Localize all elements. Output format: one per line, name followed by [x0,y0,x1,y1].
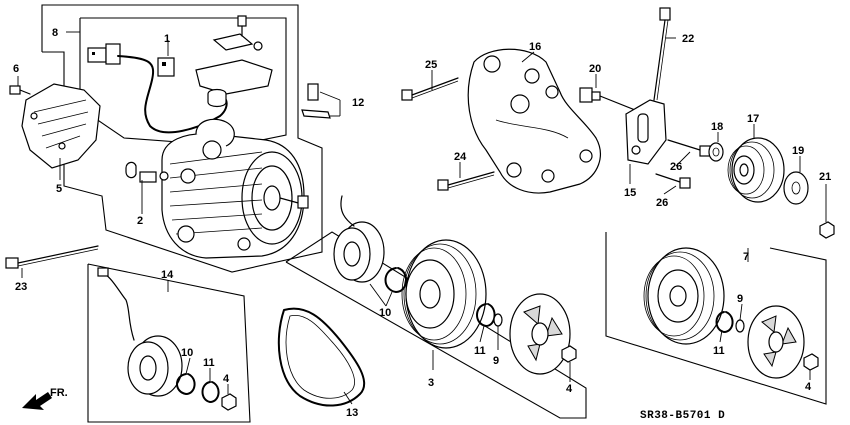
armature-plate-part [509,293,571,375]
callout-16: 16 [529,41,541,53]
nut-part [803,353,819,371]
callout-13: 13 [346,407,358,419]
callout-20: 20 [589,63,601,75]
clutch-kit-pulley [643,247,725,345]
callout-4: 4 [805,381,812,393]
callout-15: 15 [624,187,636,199]
callout-8: 8 [52,27,58,39]
callout-22: 22 [682,33,694,45]
nut-part [819,221,835,239]
callout-4: 4 [223,373,230,385]
bolt-part-24 [437,171,495,191]
stator-kit-coil [97,267,183,397]
callout-2: 2 [137,215,143,227]
nut-part [221,393,237,411]
callout-12: 12 [352,97,364,109]
switch-plate-part [195,15,273,108]
nut-part [561,345,577,363]
callout-18: 18 [711,121,723,133]
compressor-body [125,118,309,259]
field-coil-part [333,195,385,283]
callout-21: 21 [819,171,831,183]
sensor-clip-part [301,83,331,119]
bolt-part-20 [579,87,641,113]
frame-stator-kit [87,263,251,423]
snap-ring-part [715,311,734,333]
long-bolt-part [653,7,671,101]
drive-belt-part [277,307,366,407]
callout-1: 1 [164,33,170,45]
callout-14: 14 [161,269,174,281]
shim-part [735,319,745,333]
snap-ring-part [476,303,496,327]
callout-10: 10 [181,347,193,359]
callout-11: 11 [713,345,725,357]
idler-pulley-part [727,137,785,203]
callout-19: 19 [792,145,804,157]
callout-4: 4 [566,383,573,395]
callout-5: 5 [56,183,62,195]
adjuster-bracket-part [625,99,667,165]
frame-clutch-exploded [285,231,587,419]
armature-plate-part [747,305,805,379]
callout-11: 11 [474,345,486,357]
callout-labels: 1 2 3 4 4 4 5 6 7 8 9 9 10 10 11 11 11 1… [13,27,831,419]
front-label: FR. [50,387,68,399]
callout-26: 26 [670,161,682,173]
callout-3: 3 [428,377,434,389]
callout-24: 24 [454,151,467,163]
callout-25: 25 [425,59,437,71]
callout-7: 7 [743,251,749,263]
cover-bracket-part [21,83,101,169]
part-code: SR38-B5701 D [640,410,725,422]
frame-clutch-kit [605,232,827,405]
callout-11: 11 [203,357,215,369]
callout-10: 10 [379,307,391,319]
mounting-bracket-part [467,48,601,194]
pulley-part [401,239,487,349]
connector-part-1 [157,40,175,77]
callout-9: 9 [737,293,743,305]
shim-part [493,313,503,327]
collar-part [708,142,724,162]
callout-9: 9 [493,355,499,367]
callout-17: 17 [747,113,759,125]
through-bolt-part [5,245,99,269]
callout-6: 6 [13,63,19,75]
harness-connector [87,43,228,134]
bolt-part-26 [655,173,691,189]
front-direction-arrow: FR. [22,387,68,410]
bolt-part-6 [9,85,31,95]
bolt-part-25 [401,77,459,101]
cover-plate-part [783,171,809,205]
leader-lines [17,31,827,405]
snap-ring-part [176,373,220,403]
callout-23: 23 [15,281,27,293]
callout-26: 26 [656,197,668,209]
